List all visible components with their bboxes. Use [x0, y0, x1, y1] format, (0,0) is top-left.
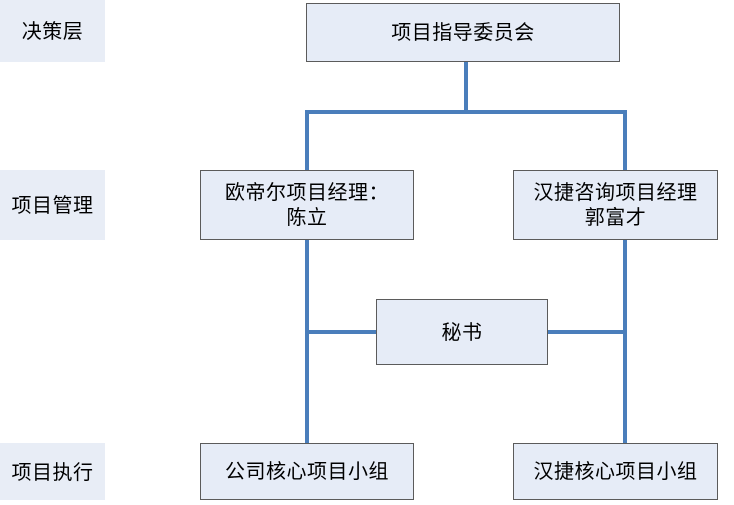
connector-to-hanjie-manager	[623, 110, 627, 172]
connector-hanjie-to-hanjie-team	[623, 239, 627, 445]
connector-oudier-to-company-team	[305, 239, 309, 445]
node-steering-committee[interactable]: 项目指导委员会	[306, 3, 620, 62]
connector-secretary-right	[546, 330, 627, 334]
connector-steering-down	[464, 61, 468, 114]
connector-management-bus	[305, 110, 627, 114]
stage-label-management: 项目管理	[0, 170, 105, 240]
connector-to-oudier-manager	[305, 110, 309, 172]
stage-label-execution: 项目执行	[0, 443, 105, 500]
node-hanjie-core-team[interactable]: 汉捷核心项目小组	[513, 443, 718, 500]
node-company-core-team[interactable]: 公司核心项目小组	[200, 443, 414, 500]
stage-label-decision: 决策层	[0, 0, 105, 62]
node-secretary[interactable]: 秘书	[376, 299, 548, 365]
connector-secretary-left	[305, 330, 378, 334]
node-hanjie-project-manager[interactable]: 汉捷咨询项目经理 郭富才	[513, 170, 718, 240]
node-oudier-project-manager[interactable]: 欧帝尔项目经理： 陈立	[200, 170, 414, 240]
